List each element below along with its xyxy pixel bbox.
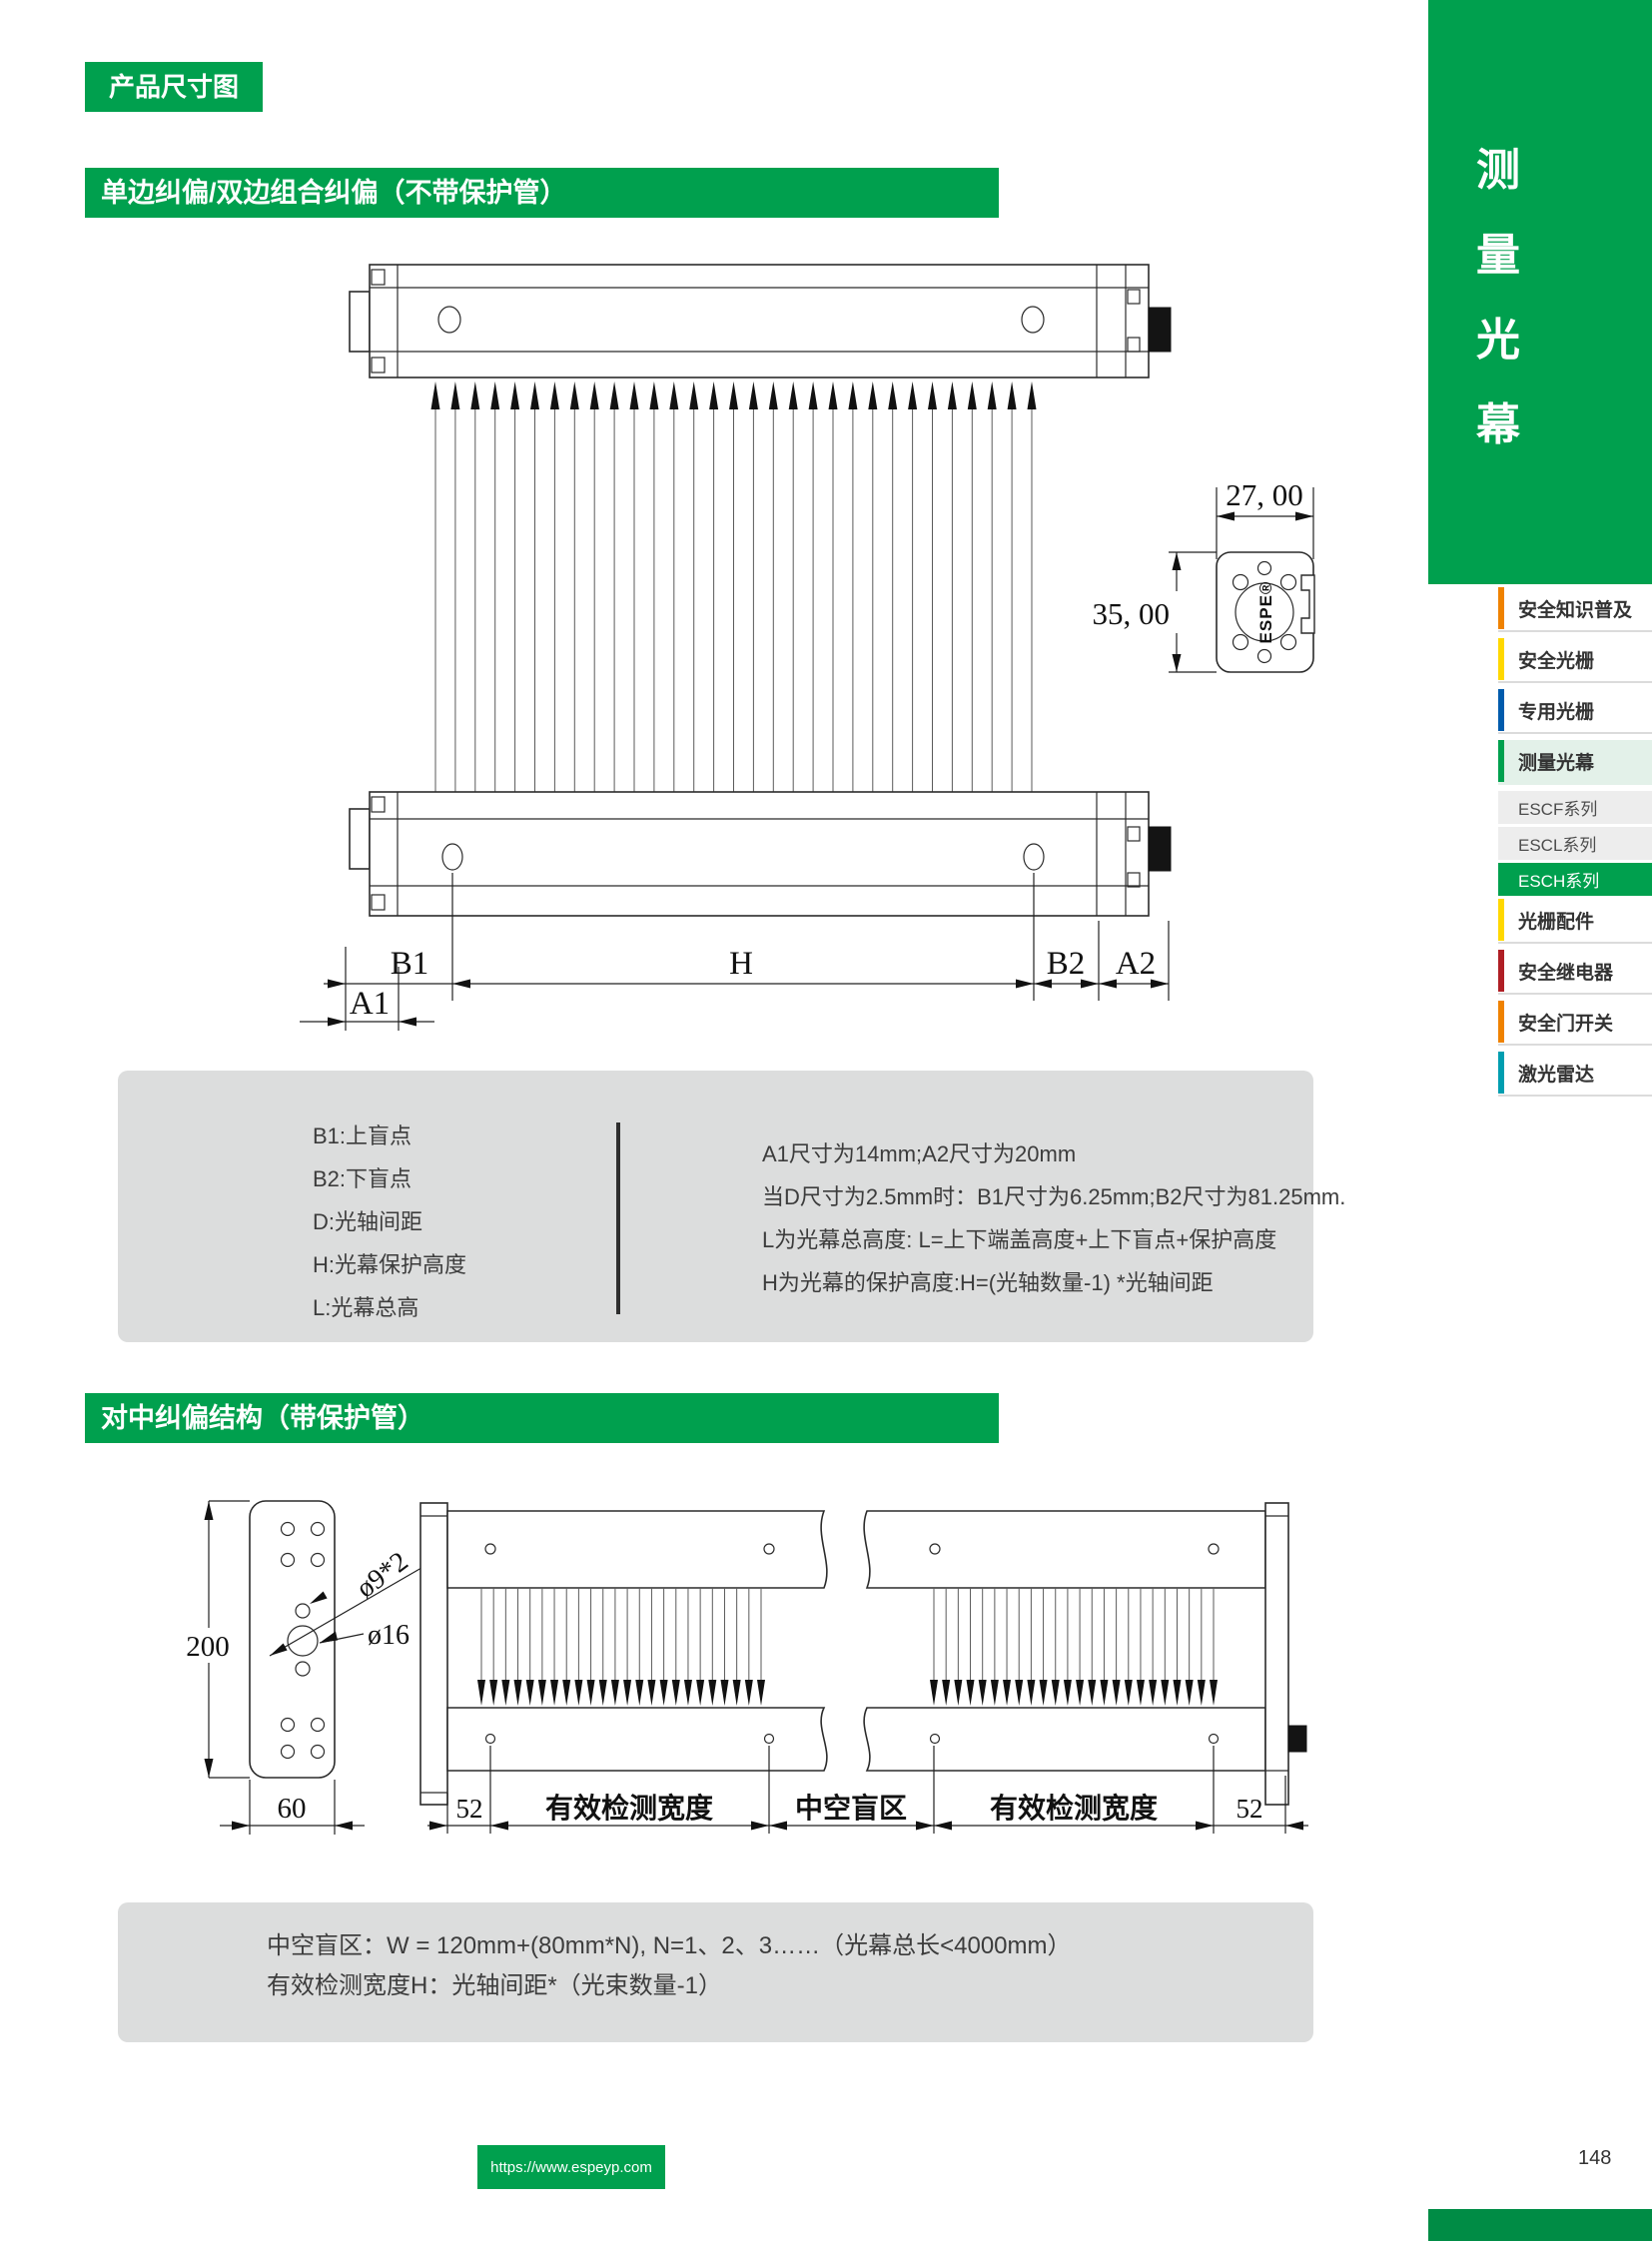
corner-bar	[1428, 2209, 1652, 2241]
vertical-title-char: 量	[1476, 231, 1520, 280]
legend-item: L:光幕总高	[313, 1295, 419, 1320]
sidebar-item-escf-series[interactable]: ESCF系列	[1498, 791, 1652, 824]
formula-item: 有效检测宽度H：光轴间距*（光束数量-1）	[267, 1972, 723, 1999]
sidebar-item-esch-series[interactable]: ESCH系列	[1498, 863, 1652, 896]
sidebar-item-safety-door-switch[interactable]: 安全门开关	[1498, 1001, 1652, 1046]
sidebar-item-grating-accessories[interactable]: 光栅配件	[1498, 899, 1652, 944]
sidebar-item-escl-series[interactable]: ESCL系列	[1498, 827, 1652, 860]
sidebar-item-label: 安全知识普及	[1518, 600, 1633, 621]
dim-label-b1: B1	[391, 946, 429, 982]
dim-label-hole-small: ø9*2	[351, 1546, 413, 1604]
dim-label-detect-left: 有效检测宽度	[545, 1792, 713, 1825]
legend-box: B1:上盲点 B2:下盲点 D:光轴间距 H:光幕保护高度 L:光幕总高 A1尺…	[118, 1071, 1345, 1342]
vertical-title-char: 测	[1476, 146, 1520, 195]
formula-list: 中空盲区：W = 120mm+(80mm*N), N=1、2、3……（光幕总长<…	[267, 1926, 1072, 2006]
section-badge: 产品尺寸图	[85, 62, 264, 112]
left-bracket	[419, 1502, 448, 1806]
connector-top	[1148, 307, 1172, 353]
accent-bar	[1498, 950, 1504, 992]
dim-label-a1: A1	[350, 986, 390, 1022]
dim-label-hollow: 中空盲区	[795, 1792, 907, 1825]
accent-bar	[1498, 1001, 1504, 1043]
legend-item: B1:上盲点	[313, 1123, 413, 1148]
legend-item: H:光幕保护高度	[313, 1252, 467, 1277]
sidebar-item-measuring-curtain[interactable]: 测量光幕	[1498, 740, 1652, 785]
sidebar-item-label: 光栅配件	[1518, 912, 1595, 933]
sidebar-item-label: 激光雷达	[1518, 1065, 1595, 1086]
note-item: A1尺寸为14mm;A2尺寸为20mm	[762, 1141, 1077, 1166]
divider	[616, 1122, 620, 1314]
dim-label-h: H	[729, 946, 753, 982]
dimension-chain: B1 H B2 A2 A1	[300, 873, 1170, 1031]
dim-label-b2: B2	[1047, 946, 1086, 982]
sidebar-item-label: ESCH系列	[1518, 872, 1600, 891]
formula-box: 中空盲区：W = 120mm+(80mm*N), N=1、2、3……（光幕总长<…	[118, 1902, 1313, 2042]
side-slot	[1300, 574, 1315, 634]
sidebar-item-safety-relay[interactable]: 安全继电器	[1498, 950, 1652, 995]
light-beams	[430, 381, 1037, 792]
light-beams-left	[477, 1588, 765, 1706]
dim-label-height: 35, 00	[1093, 596, 1171, 631]
accent-bar	[1498, 638, 1504, 680]
note-item: H为光幕的保护高度:H=(光轴数量-1) *光轴间距	[762, 1270, 1214, 1295]
section2-header: 对中纠偏结构（带保护管）	[85, 1393, 999, 1443]
vertical-title-char: 光	[1476, 316, 1520, 365]
dim-label-52-right: 52	[1237, 1794, 1263, 1824]
dim-label-width: 27, 00	[1226, 477, 1303, 512]
sidebar-item-label: 安全门开关	[1518, 1014, 1614, 1035]
emitter-bar	[349, 264, 1172, 378]
right-bracket	[1264, 1502, 1307, 1806]
espe-logo: ESPE®	[1256, 581, 1275, 644]
dim-label-plate-width: 60	[278, 1793, 307, 1825]
connector-bottom	[1148, 826, 1172, 872]
dim-label-hole-big: ø16	[368, 1620, 410, 1651]
note-item: L为光幕总高度: L=上下端盖高度+上下盲点+保护高度	[762, 1227, 1277, 1252]
note-item: 当D尺寸为2.5mm时：B1尺寸为6.25mm;B2尺寸为81.25mm.	[762, 1184, 1346, 1209]
width-dimension-chain: 52 有效检测宽度 中空盲区 有效检测宽度 52	[427, 1746, 1308, 1834]
section1-header: 单边纠偏/双边组合纠偏（不带保护管）	[85, 168, 999, 218]
dim-label-detect-right: 有效检测宽度	[990, 1792, 1158, 1825]
legend-item: B2:下盲点	[313, 1166, 413, 1191]
mounting-plate	[249, 1500, 336, 1779]
sidebar-item-safety-knowledge[interactable]: 安全知识普及	[1498, 587, 1652, 632]
top-rail	[446, 1510, 1266, 1589]
sidebar-item-label: 测量光幕	[1518, 753, 1595, 774]
sidebar-item-label: 安全继电器	[1518, 963, 1614, 984]
accent-bar	[1498, 740, 1504, 782]
website-link[interactable]: https://www.espeyp.com	[477, 2145, 665, 2189]
sidebar-vertical-title: 测 量 光 幕	[1428, 128, 1568, 467]
bottom-rail	[446, 1707, 1266, 1772]
sidebar-category-block	[1428, 0, 1652, 584]
vertical-title-char: 幕	[1476, 400, 1520, 449]
connector-side	[1287, 1725, 1307, 1753]
formula-item: 中空盲区：W = 120mm+(80mm*N), N=1、2、3……（光幕总长<…	[267, 1932, 1072, 1959]
centering-structure-diagram: 200 60 ø9*2 ø16	[186, 1500, 1308, 1835]
sidebar-item-label: 安全光栅	[1518, 651, 1595, 672]
dim-label-52-left: 52	[456, 1794, 483, 1824]
sidebar-item-laser-radar[interactable]: 激光雷达	[1498, 1052, 1652, 1097]
page-number: 148	[1578, 2147, 1612, 2169]
sidebar-item-label: 专用光栅	[1518, 702, 1595, 723]
accent-bar	[1498, 689, 1504, 731]
sidebar-item-special-grating[interactable]: 专用光栅	[1498, 689, 1652, 734]
light-beams-right	[930, 1588, 1218, 1706]
legend-item: D:光轴间距	[313, 1209, 423, 1234]
sidebar-nav: 安全知识普及 安全光栅 专用光栅 测量光幕 ESCF系列 ESCL系列 ESCH…	[1498, 587, 1652, 1103]
accent-bar	[1498, 1052, 1504, 1094]
dim-label-plate-height: 200	[186, 1631, 230, 1663]
accent-bar	[1498, 587, 1504, 629]
profile-cross-section: 27, 00 35, 00 ESPE®	[1093, 477, 1315, 673]
receiver-bar	[349, 791, 1172, 917]
sidebar-item-label: ESCF系列	[1518, 800, 1598, 819]
notes-list: A1尺寸为14mm;A2尺寸为20mm 当D尺寸为2.5mm时：B1尺寸为6.2…	[762, 1132, 1345, 1304]
sidebar-item-safety-grating[interactable]: 安全光栅	[1498, 638, 1652, 683]
sidebar-item-label: ESCL系列	[1518, 836, 1597, 855]
dim-label-a2: A2	[1116, 946, 1156, 982]
light-curtain-dimension-diagram: B1 H B2 A2 A1 27, 00 35, 00 ESPE®	[300, 264, 1315, 1031]
legend-list: B1:上盲点 B2:下盲点 D:光轴间距 H:光幕保护高度 L:光幕总高	[313, 1115, 466, 1329]
accent-bar	[1498, 899, 1504, 941]
